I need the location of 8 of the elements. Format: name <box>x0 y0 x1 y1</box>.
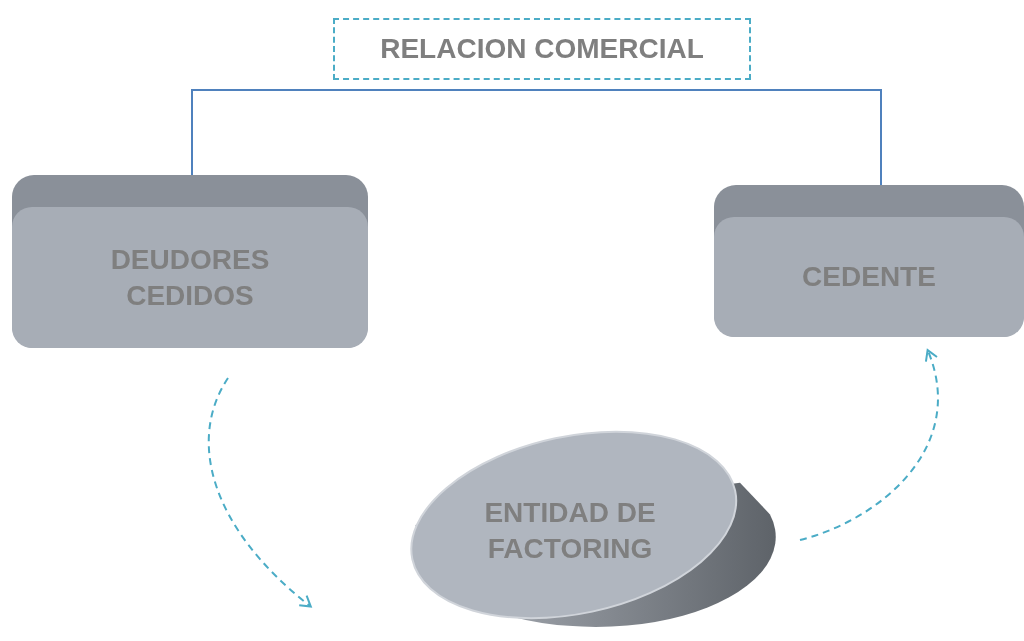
node-label: ENTIDAD DE FACTORING <box>483 496 657 566</box>
curved-arrow <box>207 377 312 608</box>
title-box <box>333 18 751 80</box>
process-box <box>12 175 368 348</box>
process-box <box>714 185 1024 337</box>
node-label: RELACION COMERCIAL <box>380 32 704 66</box>
connector-line <box>191 89 882 186</box>
curved-arrow <box>799 349 939 541</box>
